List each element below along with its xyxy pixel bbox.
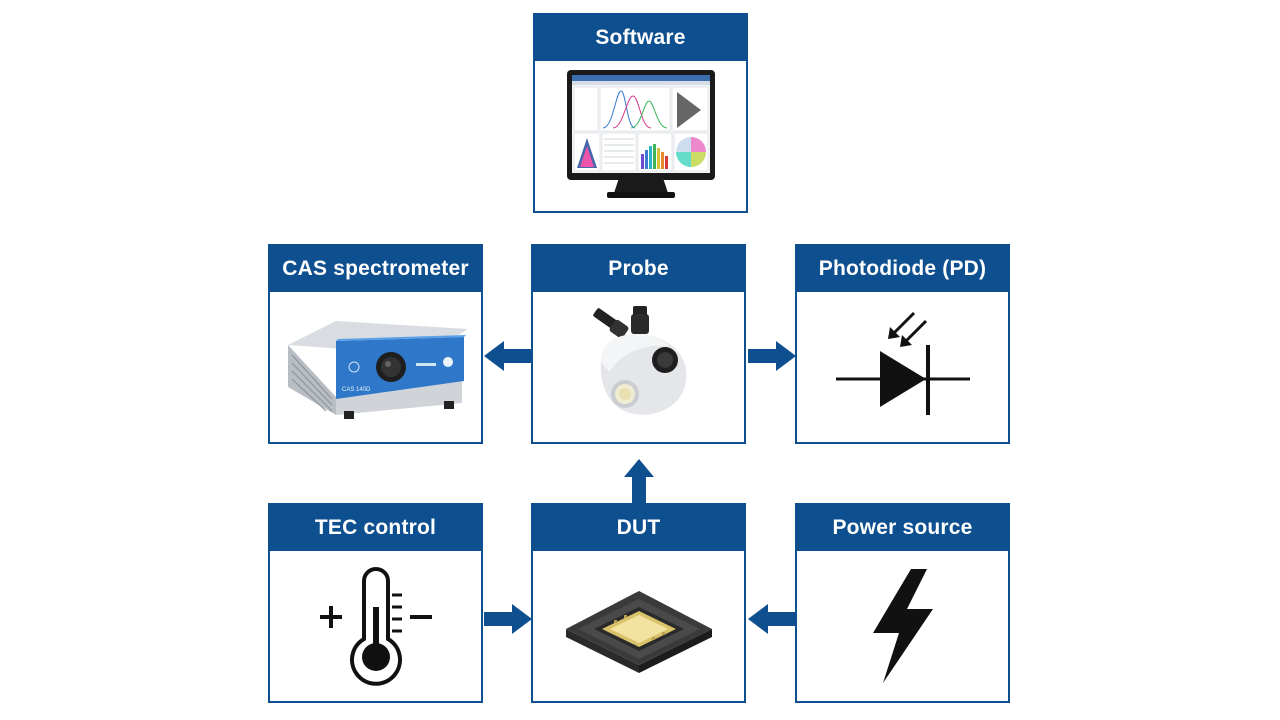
arrow-probe-to-photodiode — [748, 341, 796, 371]
cas-spectrometer-box: CAS spectrometer CAS 140D — [268, 244, 483, 444]
probe-title: Probe — [533, 246, 744, 292]
spectrometer-device-icon: CAS 140D — [287, 321, 468, 419]
photodiode-title: Photodiode (PD) — [797, 246, 1008, 292]
probe-box: Probe — [531, 244, 746, 444]
monitor-software-icon — [566, 70, 715, 198]
arrow-probe-to-cas — [484, 341, 532, 371]
power-source-title: Power source — [797, 505, 1008, 551]
cas-spectrometer-title: CAS spectrometer — [270, 246, 481, 292]
arrow-tec-to-dut — [484, 604, 532, 634]
arrow-dut-to-probe — [624, 459, 654, 503]
power-source-box: Power source — [795, 503, 1010, 703]
device-label: CAS 140D — [342, 387, 371, 393]
tec-control-box: TEC control — [268, 503, 483, 703]
arrow-power-to-dut — [748, 604, 796, 634]
thermometer-icon — [319, 567, 432, 686]
tec-control-title: TEC control — [270, 505, 481, 551]
probe-icon — [592, 306, 686, 415]
photodiode-icon — [835, 311, 970, 415]
software-box: Software — [533, 13, 748, 213]
photodiode-box: Photodiode (PD) — [795, 244, 1010, 444]
lightning-icon — [872, 569, 933, 683]
dut-box: DUT — [531, 503, 746, 703]
software-title: Software — [535, 15, 746, 61]
led-chip-icon — [565, 591, 712, 673]
dut-title: DUT — [533, 505, 744, 551]
